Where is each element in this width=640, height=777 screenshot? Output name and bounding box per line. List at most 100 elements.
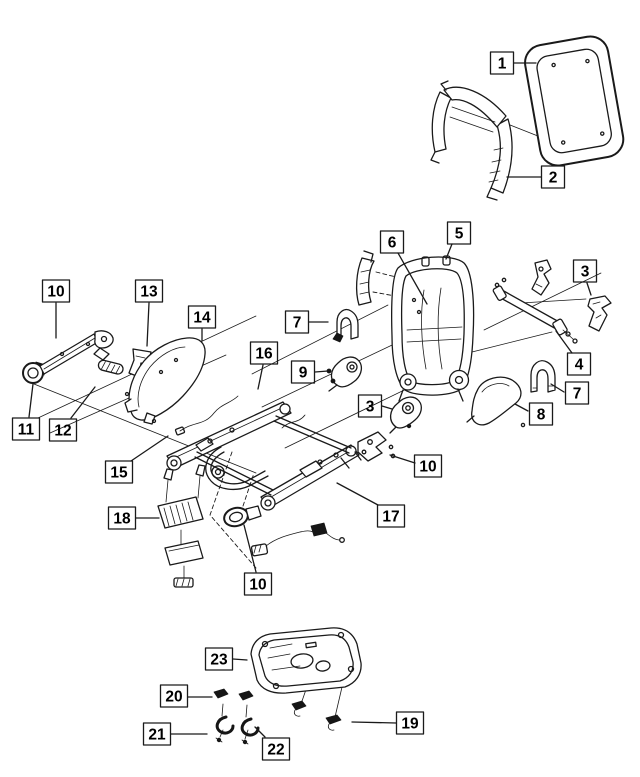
callout-15[interactable]: 15 (106, 461, 133, 483)
callout-21-label: 21 (148, 727, 166, 744)
callout-6[interactable]: 6 (381, 231, 404, 253)
callout-10b[interactable]: 10 (415, 455, 442, 477)
callout-22-box[interactable] (263, 738, 290, 760)
callout-3a-box[interactable] (574, 260, 597, 282)
callout-18-box[interactable] (109, 507, 136, 529)
callout-16[interactable]: 16 (251, 342, 278, 364)
callout-9-label: 9 (299, 365, 308, 382)
callout-11-box[interactable] (13, 418, 40, 440)
callout-15-leader (131, 436, 168, 461)
callout-2-box[interactable] (542, 166, 565, 188)
callout-17[interactable]: 17 (378, 505, 405, 527)
callout-17-box[interactable] (378, 505, 405, 527)
callout-15-label: 15 (110, 465, 128, 482)
callout-3a-label: 3 (581, 264, 590, 281)
callout-3b-leader (382, 406, 392, 409)
callout-4-leader (556, 331, 572, 353)
part-headrest-guide-left (333, 310, 358, 342)
callout-5-label: 5 (455, 226, 464, 243)
callout-21-box[interactable] (144, 723, 171, 745)
callout-9[interactable]: 9 (292, 361, 315, 383)
callout-7a[interactable]: 7 (566, 382, 589, 404)
callout-8[interactable]: 8 (530, 403, 553, 425)
callout-9-box[interactable] (292, 361, 315, 383)
callout-23-box[interactable] (206, 648, 233, 670)
callout-4[interactable]: 4 (568, 353, 591, 375)
callout-11[interactable]: 11 (13, 418, 40, 440)
callout-16-label: 16 (255, 346, 273, 363)
callout-3b[interactable]: 3 (359, 395, 382, 417)
callout-1-box[interactable] (491, 52, 514, 74)
callout-13-leader (147, 303, 149, 346)
callout-19-label: 19 (401, 716, 419, 733)
callout-13[interactable]: 13 (136, 280, 163, 302)
callout-7a-leader (551, 384, 564, 392)
callout-3a[interactable]: 3 (574, 260, 597, 282)
callout-15-box[interactable] (106, 461, 133, 483)
callout-7b-label: 7 (293, 315, 302, 332)
part-backrest-frame (392, 256, 474, 401)
part-anchor-clips-19 (292, 701, 341, 730)
callout-13-label: 13 (140, 284, 158, 301)
callout-10c-box[interactable] (245, 573, 272, 595)
callout-19[interactable]: 19 (397, 712, 424, 734)
callout-10c[interactable]: 10 (245, 573, 272, 595)
part-seat-adjuster-track (167, 396, 361, 510)
callout-2-label: 2 (549, 170, 558, 187)
callout-22-leader (255, 727, 265, 737)
part-backrest-frame-upper (431, 81, 512, 200)
callout-22-label: 22 (267, 742, 284, 759)
callout-10a[interactable]: 10 (43, 280, 70, 302)
callout-10c-leader (244, 525, 256, 572)
callout-10a-label: 10 (47, 284, 64, 301)
callout-4-box[interactable] (568, 353, 591, 375)
callout-12-box[interactable] (50, 419, 77, 441)
callout-20[interactable]: 20 (161, 685, 188, 707)
callout-21[interactable]: 21 (144, 723, 171, 745)
callout-16-box[interactable] (251, 342, 278, 364)
callout-19-box[interactable] (397, 712, 424, 734)
callout-12[interactable]: 12 (50, 419, 77, 441)
callout-18[interactable]: 18 (109, 507, 136, 529)
callout-1[interactable]: 1 (491, 52, 514, 74)
part-backrest-trim-panel (522, 34, 626, 169)
callout-20-label: 20 (165, 689, 182, 706)
callout-22[interactable]: 22 (263, 738, 290, 760)
part-crossmember-rod (493, 278, 577, 343)
callout-3b-label: 3 (366, 399, 375, 416)
callout-17-leader (337, 483, 378, 505)
part-bracket-upper-right (532, 260, 551, 295)
callout-19-leader (352, 722, 396, 723)
part-side-shield-right (467, 377, 525, 426)
callout-14[interactable]: 14 (189, 306, 216, 328)
part-clip-screw-set (214, 689, 258, 744)
callout-23[interactable]: 23 (206, 648, 233, 670)
callout-14-box[interactable] (189, 306, 216, 328)
part-pivot-cover-center (390, 397, 421, 433)
callout-3a-leader (587, 283, 591, 295)
callout-6-leader (398, 253, 427, 304)
callout-7b[interactable]: 7 (286, 311, 309, 333)
callout-2[interactable]: 2 (542, 166, 565, 188)
callout-5-box[interactable] (448, 222, 471, 244)
callout-6-label: 6 (388, 235, 397, 252)
callout-7a-box[interactable] (566, 382, 589, 404)
callout-16-leader (258, 365, 263, 389)
callout-3b-box[interactable] (359, 395, 382, 417)
callout-10a-box[interactable] (43, 280, 70, 302)
callout-13-box[interactable] (136, 280, 163, 302)
callout-7b-box[interactable] (286, 311, 309, 333)
callout-8-leader (515, 404, 528, 411)
callout-6-box[interactable] (381, 231, 404, 253)
callout-10b-box[interactable] (415, 455, 442, 477)
callout-20-box[interactable] (161, 685, 188, 707)
part-wiring-harness (251, 523, 344, 556)
callout-5[interactable]: 5 (448, 222, 471, 244)
callout-8-box[interactable] (530, 403, 553, 425)
part-bracket-10b (358, 432, 395, 461)
callout-4-label: 4 (575, 357, 584, 374)
callout-12-label: 12 (54, 423, 71, 440)
